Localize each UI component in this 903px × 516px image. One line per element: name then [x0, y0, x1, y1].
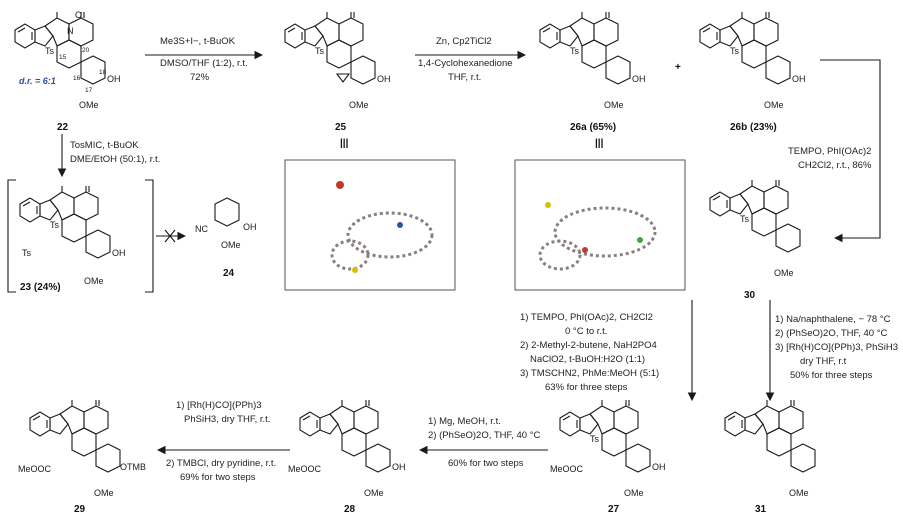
ome-group: OMe	[221, 240, 241, 250]
step5-line5: 3) TMSCHN2, PhMe:MeOH (5:1)	[520, 368, 659, 379]
step6-line5: 50% for three steps	[790, 370, 873, 381]
step5-line2: 0 °C to r.t.	[565, 326, 607, 337]
step2-additive: 1,4-Cyclohexanedione	[418, 58, 513, 69]
compound-30: Ts OMe 30	[709, 179, 801, 301]
step7-line2: 2) (PhSeO)2O, THF, 40 °C	[428, 430, 541, 441]
label-26a: 26a (65%)	[570, 122, 616, 133]
step1-reagents: Me3S+I−, t-BuOK	[160, 36, 236, 47]
step3-reagents: TosMIC, t-BuOK	[70, 140, 139, 151]
label-29: 29	[74, 504, 86, 515]
ts-group: Ts	[730, 46, 740, 56]
step6-line3: 3) [Rh(H)CO](PPh)3, PhSiH3	[775, 342, 898, 353]
oh-group: OH	[377, 74, 391, 84]
label-22: 22	[57, 122, 69, 133]
step2-conditions: THF, r.t.	[448, 72, 481, 83]
compound-24: NC OH OMe 24	[195, 197, 257, 279]
pos-16: 16	[73, 75, 81, 82]
ome-group: OMe	[79, 100, 99, 110]
label-26b: 26b (23%)	[730, 122, 777, 133]
label-30: 30	[744, 290, 756, 301]
label-28: 28	[344, 504, 356, 515]
label-27: 27	[608, 504, 620, 515]
step2-reagents: Zn, Cp2TiCl2	[436, 36, 492, 47]
step4-reagents: TEMPO, PhI(OAc)2	[788, 146, 871, 157]
ome-group: OMe	[604, 100, 624, 110]
ts-group: Ts	[45, 46, 55, 56]
step1-yield: 72%	[190, 72, 210, 83]
pos-18: 18	[99, 69, 107, 76]
label-23: 23 (24%)	[20, 282, 61, 293]
dr-ratio: d.r. = 6:1	[19, 76, 56, 86]
compound-31: OMe 31	[724, 399, 816, 515]
step4-conditions: CH2Cl2, r.t., 86%	[798, 160, 872, 171]
ts-oxazoline: Ts	[22, 248, 32, 258]
ester-group: MeOOC	[288, 464, 322, 474]
step8-line3: 2) TMBCl, dry pyridine, r.t.	[166, 458, 276, 469]
ome-group: OMe	[84, 276, 104, 286]
ts-group: Ts	[50, 220, 60, 230]
label-31: 31	[755, 504, 767, 515]
ome-group: OMe	[789, 488, 809, 498]
equiv-26a-xray: |||	[595, 138, 604, 149]
equiv-25-xray: |||	[340, 138, 349, 149]
oh-group: OH	[107, 74, 121, 84]
arrow-26b-30	[820, 59, 881, 243]
step6-line2: 2) (PhSeO)2O, THF, 40 °C	[775, 328, 888, 339]
oh-group: OH	[632, 74, 646, 84]
step1-conditions: DMSO/THF (1:2), r.t.	[160, 58, 248, 69]
ts-group: Ts	[740, 214, 750, 224]
step7-line3: 60% for two steps	[448, 458, 524, 469]
oh-group: OH	[243, 222, 257, 232]
oh-group: OH	[392, 462, 406, 472]
xray-panel-25	[284, 159, 456, 291]
ts-group: Ts	[590, 434, 600, 444]
compound-28: MeOOC OH OMe 28	[288, 399, 406, 515]
compound-26b: Ts OH OMe 26b (23%)	[699, 11, 806, 133]
oh-group: OH	[112, 248, 126, 258]
plus-sign: +	[675, 62, 681, 73]
step3-conditions: DME/EtOH (50:1), r.t.	[70, 154, 160, 165]
n-atom: N	[67, 26, 74, 36]
step5-line6: 63% for three steps	[545, 382, 628, 393]
epoxide	[335, 73, 351, 83]
pos-15: 15	[59, 54, 67, 61]
step5-line3: 2) 2-Methyl-2-butene, NaH2PO4	[520, 340, 657, 351]
oxo-label: O	[75, 10, 82, 20]
label-24: 24	[223, 268, 235, 279]
nc-group: NC	[195, 224, 208, 234]
oh-group: OH	[652, 462, 666, 472]
label-25: 25	[335, 122, 347, 133]
xray-panel-26a	[514, 159, 686, 291]
compound-25: Ts OH OMe 25	[284, 11, 391, 133]
step8-line1: 1) [Rh(H)CO](PPh)3	[176, 400, 262, 411]
compound-26a: Ts OH OMe 26a (65%)	[539, 11, 646, 133]
ome-group: OMe	[774, 268, 794, 278]
ester-group: MeOOC	[18, 464, 52, 474]
ome-group: OMe	[94, 488, 114, 498]
step8-line4: 69% for two steps	[180, 472, 256, 483]
otmb-group: OTMB	[120, 462, 146, 472]
compound-29: MeOOC OTMB OMe 29	[18, 399, 146, 515]
step6-line4: dry THF, r.t	[800, 356, 847, 367]
ome-group: OMe	[764, 100, 784, 110]
ts-group: Ts	[315, 46, 325, 56]
ts-group: Ts	[570, 46, 580, 56]
ome-group: OMe	[624, 488, 644, 498]
ester-group: MeOOC	[550, 464, 584, 474]
compound-22: N Ts O 15 20 16 17 18 OH OMe d.r. = 6:1 …	[14, 10, 121, 133]
compound-27: Ts MeOOC OH OMe 27	[550, 399, 666, 515]
step8-line2: PhSiH3, dry THF, r.t.	[184, 414, 270, 425]
ome-group: OMe	[364, 488, 384, 498]
step5-line1: 1) TEMPO, PhI(OAc)2, CH2Cl2	[520, 312, 653, 323]
step6-line1: 1) Na/naphthalene, − 78 °C	[775, 314, 891, 325]
ome-group: OMe	[349, 100, 369, 110]
oh-group: OH	[792, 74, 806, 84]
step5-line4: NaClO2, t-BuOH:H2O (1:1)	[530, 354, 645, 365]
step7-line1: 1) Mg, MeOH, r.t.	[428, 416, 501, 427]
pos-20: 20	[82, 47, 90, 54]
compound-23: Ts Ts OH OMe 23 (24%)	[7, 179, 154, 293]
pos-17: 17	[85, 87, 93, 94]
